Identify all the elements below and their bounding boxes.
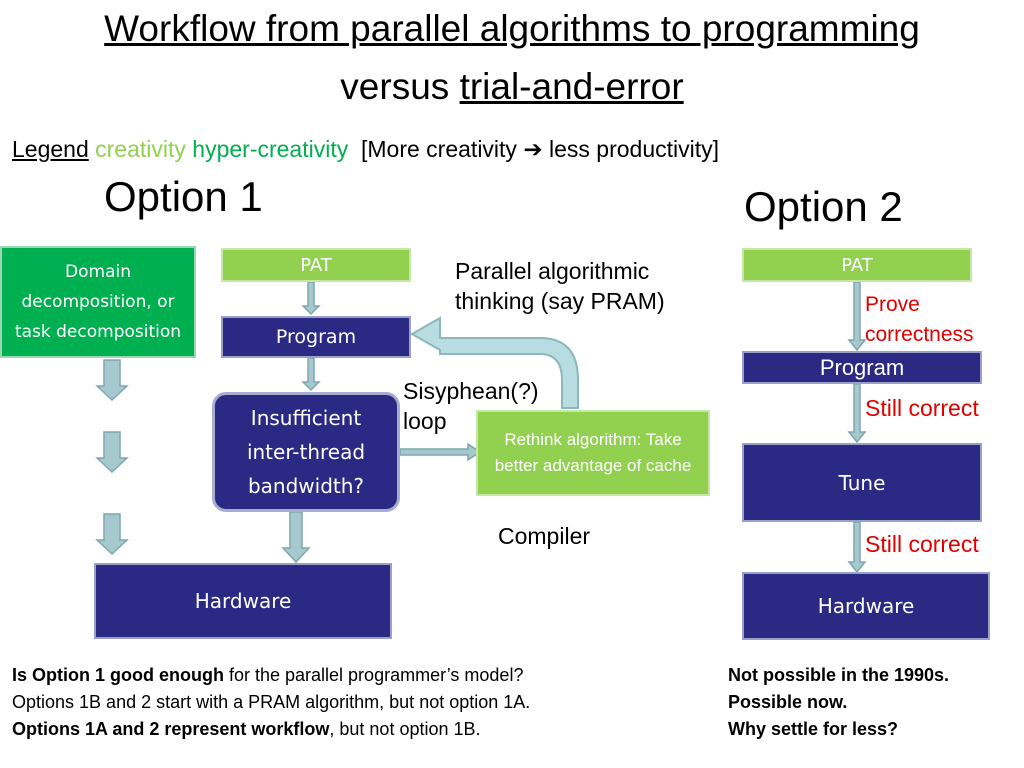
option-2-hardware-box: Hardware bbox=[742, 572, 990, 640]
option-1-heading: Option 1 bbox=[104, 173, 263, 220]
down-arrow-icon bbox=[95, 359, 129, 402]
footer-left-line-1-bold: Is Option 1 good enough bbox=[12, 665, 224, 685]
footer-right-line-3: Why settle for less? bbox=[728, 719, 899, 739]
footer-right: Not possible in the 1990s. Possible now.… bbox=[728, 662, 949, 743]
insufficient-bandwidth-label: Insufficient inter-thread bandwidth? bbox=[246, 406, 366, 498]
still-correct-note-1: Still correct bbox=[865, 395, 979, 421]
down-arrow-icon bbox=[847, 383, 867, 444]
footer-left-line-3-rest: , but not option 1B. bbox=[329, 719, 481, 739]
footer-right-line-1: Not possible in the 1990s. bbox=[728, 665, 950, 685]
down-arrow-icon bbox=[847, 521, 867, 574]
legend-note-suffix: less productivity] bbox=[542, 136, 720, 162]
compiler-label: Compiler bbox=[498, 523, 591, 549]
legend-note-prefix: [More creativity bbox=[361, 136, 524, 162]
footer-left-line-1-rest: for the parallel programmer’s model? bbox=[223, 665, 524, 685]
domain-decomposition-label: Domain decomposition, or task decomposit… bbox=[14, 262, 182, 342]
right-arrow-icon bbox=[399, 442, 482, 462]
pat-note-line-1: Parallel algorithmic bbox=[455, 258, 650, 284]
title-line-1: Workflow from parallel algorithms to pro… bbox=[104, 8, 920, 49]
option-1-program-label: Program bbox=[275, 326, 357, 348]
down-arrow-icon bbox=[847, 281, 867, 352]
slide-title-line-2: versus trial-and-error bbox=[0, 66, 1024, 108]
option-1-hardware-box: Hardware bbox=[94, 563, 392, 639]
sisyphean-line-1: Sisyphean(?) bbox=[403, 378, 539, 404]
pat-note-line-2: thinking (say PRAM) bbox=[455, 288, 665, 314]
option-2-tune-box: Tune bbox=[742, 443, 982, 522]
sisyphean-line-2: loop bbox=[403, 408, 447, 434]
down-arrow-icon bbox=[301, 357, 321, 392]
prove-line-1: Prove bbox=[865, 293, 920, 316]
legend-label: Legend bbox=[12, 136, 89, 162]
domain-decomposition-box: Domain decomposition, or task decomposit… bbox=[0, 246, 196, 358]
footer-left: Is Option 1 good enough for the parallel… bbox=[12, 662, 530, 743]
option-2-hardware-label: Hardware bbox=[817, 594, 915, 618]
title-line-2-underlined: trial-and-error bbox=[459, 66, 684, 107]
option-1-pat-label: PAT bbox=[300, 254, 332, 276]
down-arrow-icon bbox=[281, 511, 311, 564]
down-arrow-icon bbox=[95, 431, 129, 474]
option-1-pat-box: PAT bbox=[221, 248, 411, 282]
footer-right-line-2: Possible now. bbox=[728, 692, 848, 712]
legend: Legend creativity hyper-creativity [More… bbox=[12, 136, 719, 163]
option-2-pat-box: PAT bbox=[742, 248, 972, 282]
option-2-tune-label: Tune bbox=[838, 470, 886, 495]
option-2-heading: Option 2 bbox=[744, 183, 903, 230]
footer-left-line-1: Is Option 1 good enough for the parallel… bbox=[12, 662, 530, 689]
title-line-2-prefix: versus bbox=[340, 66, 460, 107]
down-arrow-icon bbox=[95, 513, 129, 556]
option-2-program-box: Program bbox=[742, 351, 982, 384]
footer-left-line-3: Options 1A and 2 represent workflow, but… bbox=[12, 716, 530, 743]
prove-line-2: correctness bbox=[865, 323, 974, 346]
arrow-right-icon: ➔ bbox=[523, 136, 543, 162]
footer-left-line-3-bold: Options 1A and 2 represent workflow bbox=[12, 719, 330, 739]
footer-left-line-2: Options 1B and 2 start with a PRAM algor… bbox=[12, 692, 531, 712]
down-arrow-icon bbox=[301, 281, 321, 316]
sisyphean-loop-note: Sisyphean(?) loop bbox=[403, 376, 539, 436]
slide-title: Workflow from parallel algorithms to pro… bbox=[0, 8, 1024, 50]
rethink-algorithm-label: Rethink algorithm: Take better advantage… bbox=[494, 430, 692, 475]
insufficient-bandwidth-box: Insufficient inter-thread bandwidth? bbox=[212, 392, 400, 512]
legend-hyper-creativity: hyper-creativity bbox=[192, 136, 349, 162]
pat-note: Parallel algorithmic thinking (say PRAM) bbox=[455, 256, 665, 316]
option-1-hardware-label: Hardware bbox=[194, 589, 292, 613]
rethink-algorithm-box: Rethink algorithm: Take better advantage… bbox=[476, 410, 710, 496]
still-correct-note-2: Still correct bbox=[865, 531, 979, 557]
prove-correctness-note: Prove correctness bbox=[865, 290, 974, 350]
loop-arrow-icon bbox=[409, 316, 579, 409]
option-2-pat-label: PAT bbox=[841, 254, 873, 276]
option-2-program-label: Program bbox=[819, 354, 905, 380]
option-1-program-box: Program bbox=[221, 316, 411, 358]
legend-creativity: creativity bbox=[95, 136, 186, 162]
